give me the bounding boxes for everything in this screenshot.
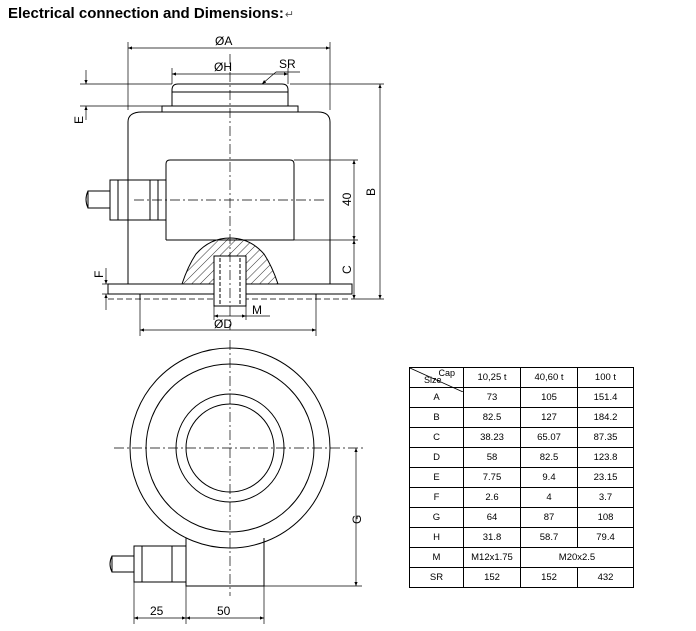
row-label: SR bbox=[409, 567, 464, 588]
table-row: H 31.8 58.7 79.4 bbox=[409, 527, 634, 548]
label-dia-a: ØA bbox=[215, 34, 232, 48]
table-cell: 73 bbox=[463, 387, 521, 408]
table-row: A 73 105 151.4 bbox=[409, 387, 634, 408]
front-view bbox=[85, 54, 353, 330]
label-e: E bbox=[72, 116, 86, 124]
top-view bbox=[109, 340, 364, 596]
row-label: B bbox=[409, 407, 464, 428]
label-f: F bbox=[92, 271, 106, 278]
label-c: C bbox=[340, 265, 354, 274]
label-b: B bbox=[364, 188, 378, 196]
table-cell: 79.4 bbox=[577, 527, 634, 548]
table-row: G 64 87 108 bbox=[409, 507, 634, 528]
table-cell: 105 bbox=[520, 387, 578, 408]
table-cell: 3.7 bbox=[577, 487, 634, 508]
threaded-hole bbox=[213, 255, 247, 307]
table-cell: 38.23 bbox=[463, 427, 521, 448]
table-cell: 123.8 bbox=[577, 447, 634, 468]
dimensions-table: Cap Size 10,25 t 40,60 t 100 t A 73 105 … bbox=[409, 367, 634, 588]
table-cell: 31.8 bbox=[463, 527, 521, 548]
label-m: M bbox=[252, 303, 262, 317]
corner-size-label: Size bbox=[424, 375, 442, 385]
table-cell: 108 bbox=[577, 507, 634, 528]
table-cell: 7.75 bbox=[463, 467, 521, 488]
table-cell: 151.4 bbox=[577, 387, 634, 408]
return-mark-icon: ↵ bbox=[284, 9, 295, 21]
front-dimensions bbox=[80, 42, 384, 336]
table-cell: 82.5 bbox=[463, 407, 521, 428]
table-cell: M12x1.75 bbox=[463, 547, 521, 568]
label-sr: SR bbox=[279, 57, 296, 71]
table-cell: 127 bbox=[520, 407, 578, 428]
table-row: F 2.6 4 3.7 bbox=[409, 487, 634, 508]
table-cell: 2.6 bbox=[463, 487, 521, 508]
table-cell: 82.5 bbox=[520, 447, 578, 468]
column-header: 100 t bbox=[577, 367, 634, 388]
table-row: B 82.5 127 184.2 bbox=[409, 407, 634, 428]
table-corner-cell: Cap Size bbox=[409, 367, 464, 392]
table-cell: 65.07 bbox=[520, 427, 578, 448]
corner-cap-label: Cap bbox=[438, 368, 455, 378]
top-dimensions bbox=[133, 448, 362, 624]
connector-cable bbox=[87, 190, 111, 209]
table-cell: 64 bbox=[463, 507, 521, 528]
table-cell: 4 bbox=[520, 487, 578, 508]
label-dia-d: ØD bbox=[214, 317, 232, 331]
table-cell: 184.2 bbox=[577, 407, 634, 428]
title-text: Electrical connection and Dimensions: bbox=[8, 5, 284, 22]
top-connector-cable bbox=[111, 555, 135, 573]
row-label: M bbox=[409, 547, 464, 568]
table-cell: 152 bbox=[520, 567, 578, 588]
row-label: H bbox=[409, 527, 464, 548]
row-label: C bbox=[409, 427, 464, 448]
table-cell: 87.35 bbox=[577, 427, 634, 448]
column-header: 10,25 t bbox=[463, 367, 521, 388]
row-label: D bbox=[409, 447, 464, 468]
table-header-row: Cap Size 10,25 t 40,60 t 100 t bbox=[409, 367, 634, 392]
table-cell: 58 bbox=[463, 447, 521, 468]
corner-diagonal bbox=[410, 368, 463, 392]
row-label: E bbox=[409, 467, 464, 488]
table-cell: 9.4 bbox=[520, 467, 578, 488]
label-dia-h: ØH bbox=[214, 60, 232, 74]
top-cap bbox=[171, 83, 289, 106]
label-g: G bbox=[350, 515, 364, 524]
table-row: D 58 82.5 123.8 bbox=[409, 447, 634, 468]
table-cell: 432 bbox=[577, 567, 634, 588]
label-forty: 40 bbox=[340, 192, 354, 206]
table-row: SR 152 152 432 bbox=[409, 567, 634, 588]
row-label: G bbox=[409, 507, 464, 528]
row-label: F bbox=[409, 487, 464, 508]
sensor-window bbox=[165, 159, 295, 240]
label-fifty: 50 bbox=[217, 604, 231, 618]
table-cell: 87 bbox=[520, 507, 578, 528]
label-twentyfive: 25 bbox=[150, 604, 164, 618]
column-header: 40,60 t bbox=[520, 367, 578, 388]
table-cell: 23.15 bbox=[577, 467, 634, 488]
table-cell: 152 bbox=[463, 567, 521, 588]
page-title: Electrical connection and Dimensions:↵ bbox=[8, 5, 294, 22]
table-row: C 38.23 65.07 87.35 bbox=[409, 427, 634, 448]
table-row: M M12x1.75 M20x2.5 bbox=[409, 547, 634, 568]
table-cell: 58.7 bbox=[520, 527, 578, 548]
table-cell-merged: M20x2.5 bbox=[520, 547, 634, 568]
table-row: E 7.75 9.4 23.15 bbox=[409, 467, 634, 488]
